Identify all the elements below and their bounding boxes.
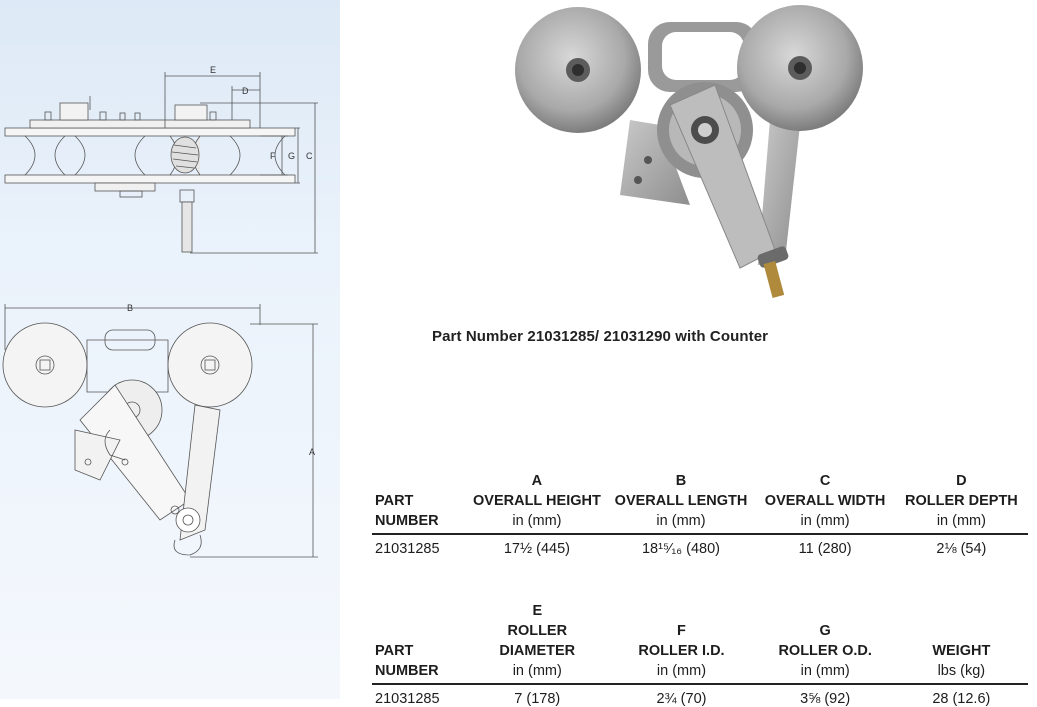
product-photo	[515, 5, 863, 298]
overall-width-cell: 11 (280)	[798, 541, 852, 557]
bolt-photo	[763, 261, 785, 298]
technical-drawing-panel: E D F G C B A	[0, 0, 340, 699]
technical-drawing: E D F G C B A	[2, 65, 318, 558]
roller-diameter-cell: 7 (178)	[514, 691, 561, 707]
table-row: 21031285 7 (178) 2¾ (70) 3⅝ (92) 28 (12.…	[372, 684, 1028, 707]
overall-height-cell: 17½ (445)	[503, 541, 570, 557]
label-e: E	[210, 65, 216, 75]
photo-caption: Part Number 21031285/ 21031290 with Coun…	[432, 328, 769, 345]
label-c: C	[306, 151, 313, 161]
part-number-cell: 21031285	[375, 541, 440, 557]
label-d: D	[242, 86, 249, 96]
left-roller	[2, 322, 88, 408]
roller-od-cell: 3⅝ (92)	[800, 691, 851, 707]
table-row: 21031285 17½ (445) 18¹⁵⁄₁₆ (480) 11 (280…	[372, 534, 1028, 557]
overall-length-cell: 18¹⁵⁄₁₆ (480)	[641, 541, 720, 557]
right-roller	[167, 322, 253, 408]
label-f: F	[270, 151, 276, 161]
weight-cell: 28 (12.6)	[932, 691, 991, 707]
bottom-plate	[4, 174, 296, 184]
top-plate	[4, 127, 296, 137]
roller-id-cell: 2¾ (70)	[656, 691, 707, 707]
label-g: G	[288, 151, 295, 161]
arm-right	[758, 120, 800, 265]
label-a: A	[309, 447, 315, 457]
label-b: B	[127, 303, 133, 313]
part-number-cell: 21031285	[375, 691, 440, 707]
roller-depth-cell: 2⅛ (54)	[936, 541, 987, 557]
